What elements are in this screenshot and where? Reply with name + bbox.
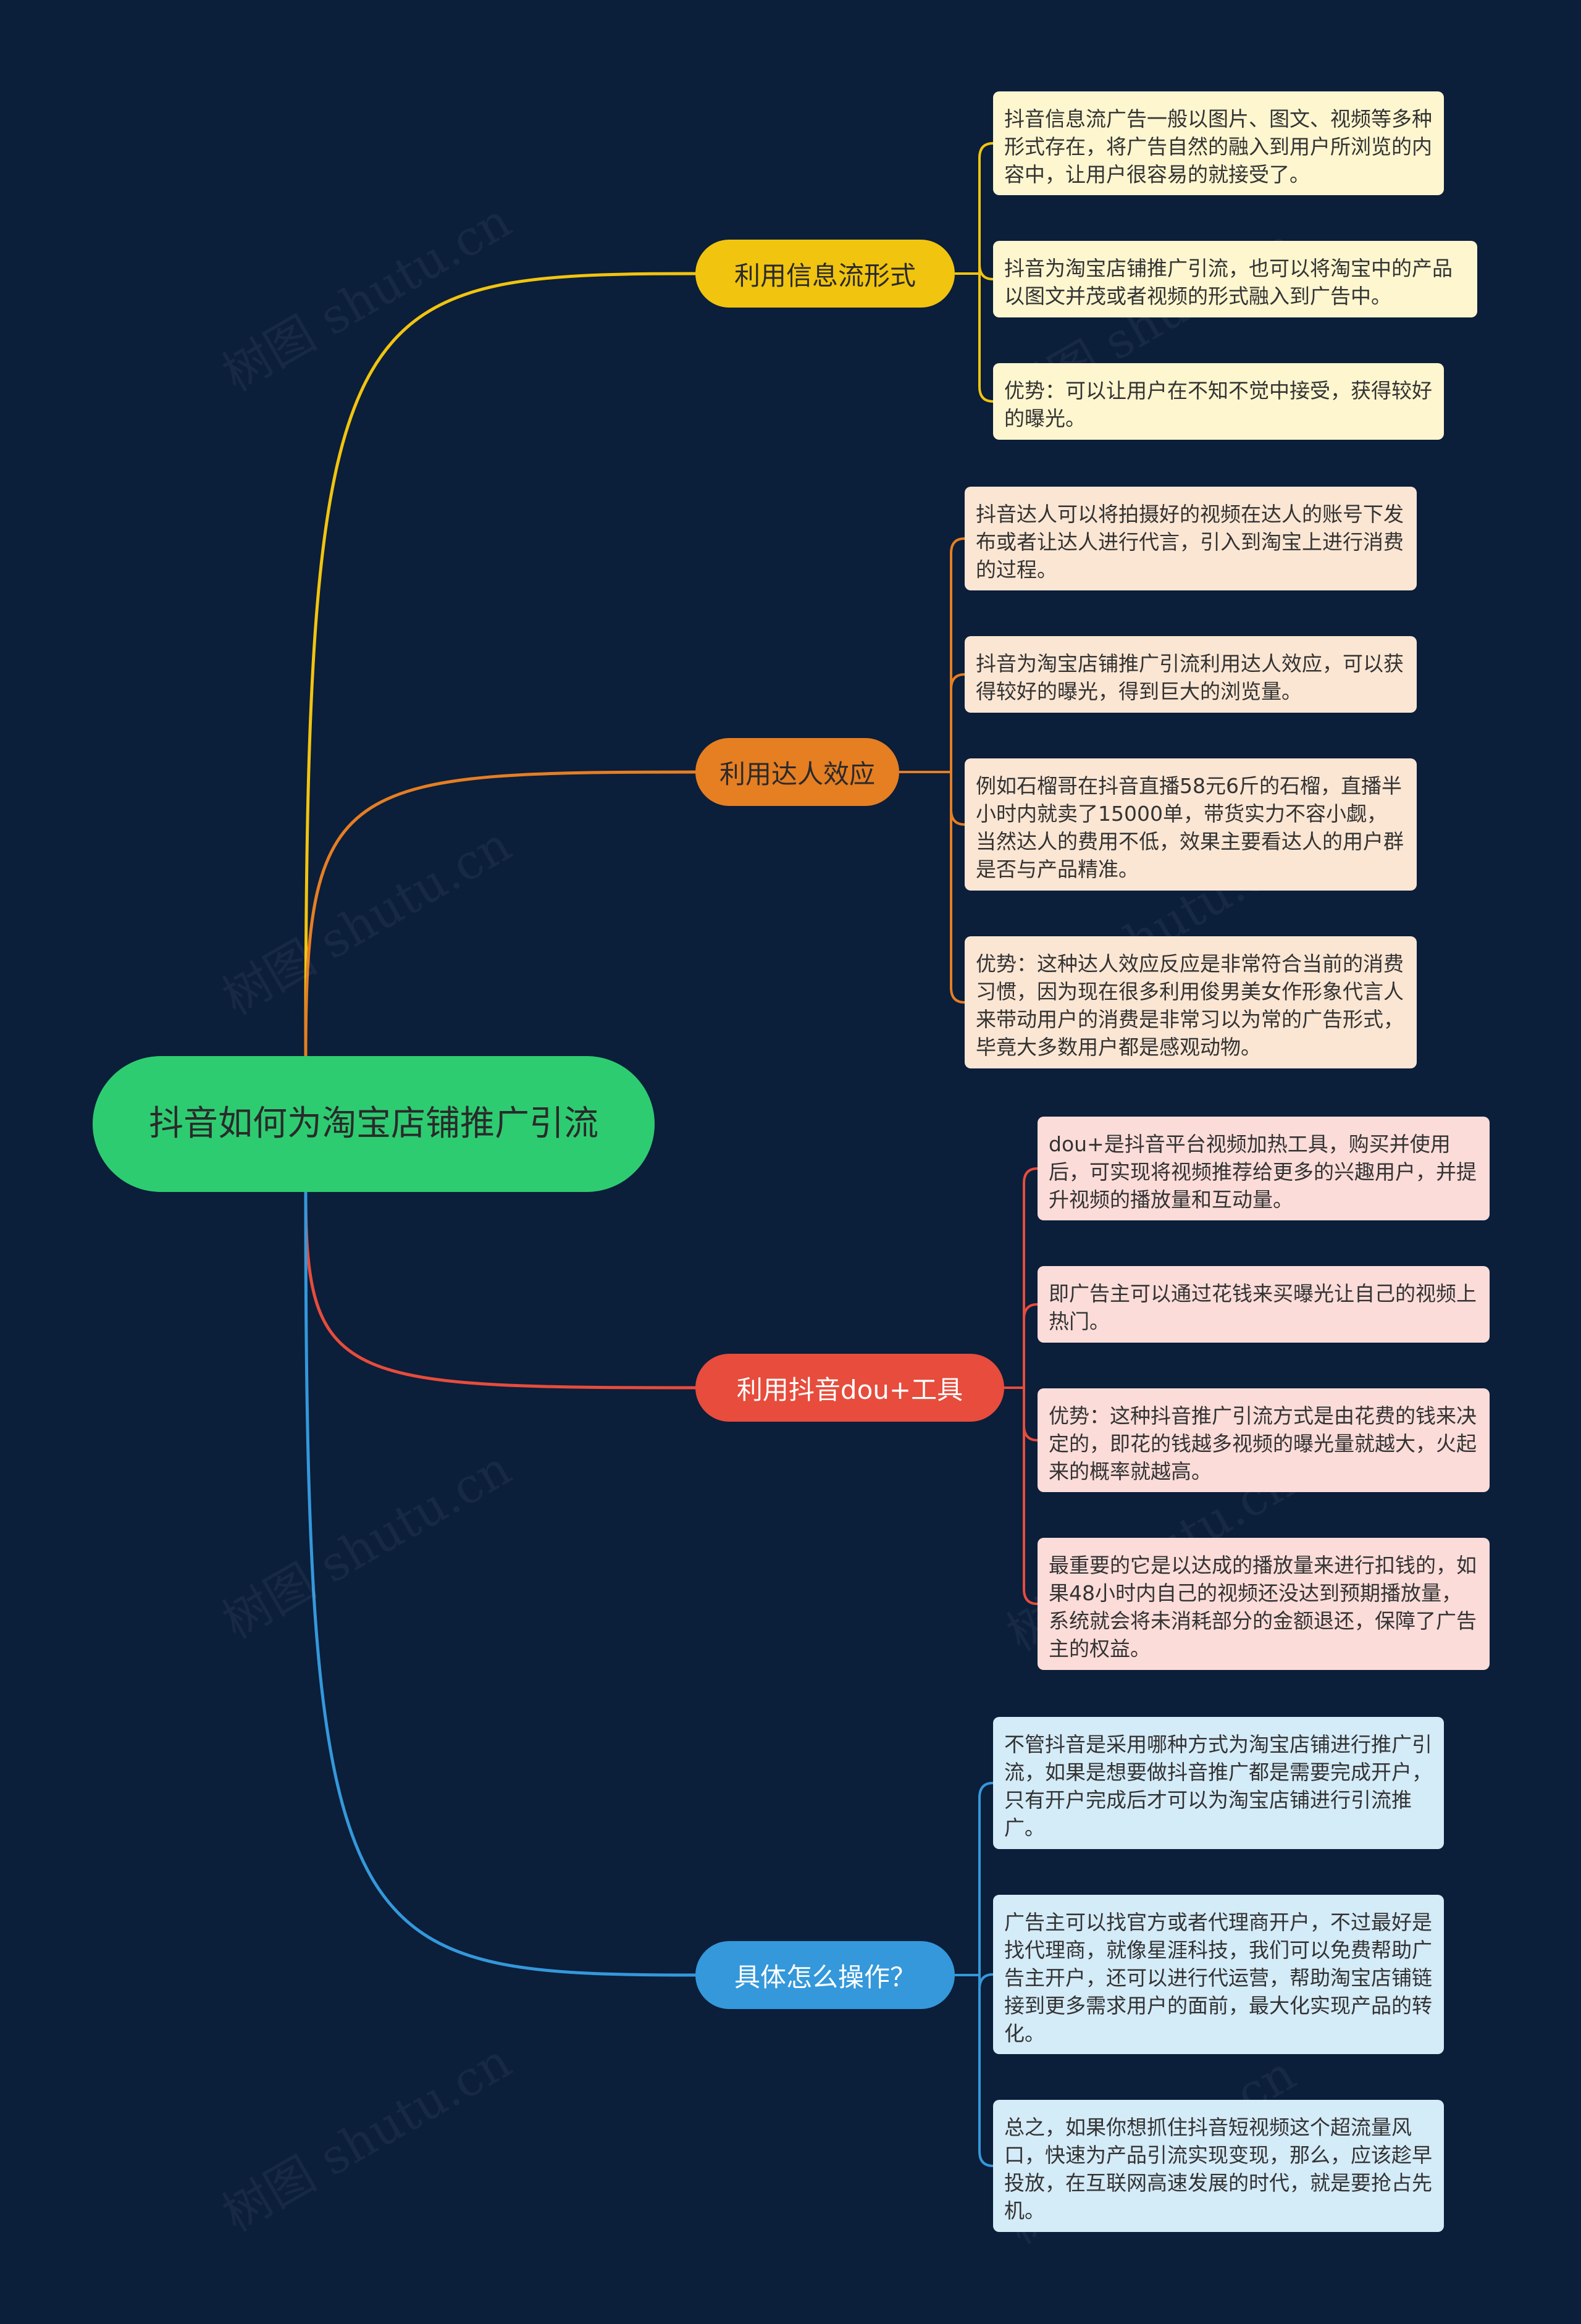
connector-branch-to-leaves (899, 142, 1038, 2167)
leaf-node[interactable]: 抖音为淘宝店铺推广引流利用达人效应，可以获得较好的曝光，得到巨大的浏览量。 (965, 636, 1417, 713)
connector-leaf (950, 772, 965, 826)
leaf-node[interactable]: 广告主可以找官方或者代理商开户，不过最好是找代理商，就像星涯科技，我们可以免费帮… (993, 1895, 1444, 2054)
branch-node-info-flow[interactable]: 利用信息流形式 (695, 240, 955, 308)
branch-node-influencer[interactable]: 利用达人效应 (695, 738, 899, 806)
root-node[interactable]: 抖音如何为淘宝店铺推广引流 (93, 1056, 655, 1192)
connector-leaf (978, 1782, 994, 1975)
connector-leaf (1023, 1388, 1038, 1441)
branch-node-how-to-operate[interactable]: 具体怎么操作？ (695, 1941, 955, 2009)
leaf-node[interactable]: 不管抖音是采用哪种方式为淘宝店铺进行推广引流，如果是想要做抖音推广都是需要完成开… (993, 1717, 1444, 1849)
connector-leaf (978, 1975, 994, 2167)
leaf-node[interactable]: 即广告主可以通过花钱来买曝光让自己的视频上热门。 (1038, 1266, 1490, 1343)
connector-root-to-branch-1 (304, 272, 721, 1057)
connector-leaf (1023, 1303, 1038, 1388)
leaf-node[interactable]: 最重要的它是以达成的播放量来进行扣钱的，如果48小时内自己的视频还没达到预期播放… (1038, 1538, 1490, 1670)
connector-root-to-branch-2 (304, 770, 721, 1057)
leaf-node[interactable]: dou+是抖音平台视频加热工具，购买并使用后，可实现将视频推荐给更多的兴趣用户，… (1038, 1117, 1490, 1220)
connector-leaf (978, 274, 994, 403)
connector-leaf (1023, 1388, 1038, 1605)
leaf-node[interactable]: 优势：这种抖音推广引流方式是由花费的钱来决定的，即花的钱越多视频的曝光量就越大，… (1038, 1388, 1490, 1492)
leaf-node[interactable]: 抖音达人可以将拍摄好的视频在达人的账号下发布或者让达人进行代言，引入到淘宝上进行… (965, 487, 1417, 590)
leaf-node[interactable]: 总之，如果你想抓住抖音短视频这个超流量风口，快速为产品引流实现变现，那么，应该趁… (993, 2100, 1444, 2232)
connector-leaf (978, 142, 994, 274)
leaf-node[interactable]: 优势：可以让用户在不知不觉中接受，获得较好的曝光。 (993, 363, 1444, 440)
connector-leaf (950, 772, 965, 1004)
connector-root-to-branch-4 (304, 1191, 721, 1977)
connector-leaf (950, 673, 965, 772)
connector-leaf (1023, 1167, 1038, 1388)
branch-node-dou-plus[interactable]: 利用抖音dou+工具 (695, 1354, 1004, 1422)
leaf-node[interactable]: 抖音为淘宝店铺推广引流，也可以将淘宝中的产品以图文并茂或者视频的形式融入到广告中… (993, 241, 1477, 317)
connector-leaf (978, 1973, 994, 1990)
connector-leaf (950, 537, 965, 772)
leaf-node[interactable]: 抖音信息流广告一般以图片、图文、视频等多种形式存在，将广告自然的融入到用户所浏览… (993, 91, 1444, 195)
leaf-node[interactable]: 优势：这种达人效应反应是非常符合当前的消费习惯，因为现在很多利用俊男美女作形象代… (965, 936, 1417, 1068)
connector-leaf (978, 264, 994, 280)
connector-root-to-branch-3 (304, 1191, 721, 1390)
leaf-node[interactable]: 例如石榴哥在抖音直播58元6斤的石榴，直播半小时内就卖了15000单，带货实力不… (965, 758, 1417, 891)
